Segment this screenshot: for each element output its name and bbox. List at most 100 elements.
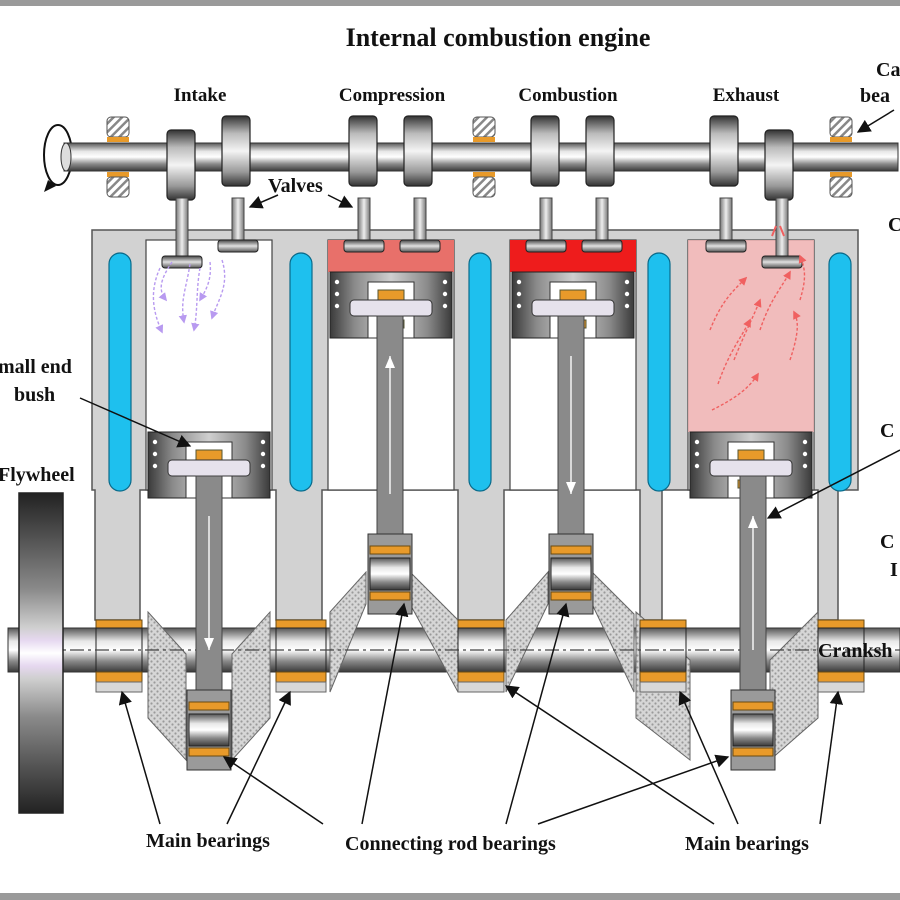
stroke-label-intake: Intake [174,85,227,106]
main-bearings-label-left: Main bearings [146,830,270,852]
right-label-cy1: C [880,531,894,553]
main-journal [457,619,505,693]
stroke-label-compression: Compression [339,85,446,106]
valve-stem [595,197,609,243]
exhaust-flow-arrow [709,276,748,331]
crank-web [147,610,187,762]
main-journal [95,619,143,693]
valve-head [343,239,385,253]
main-bearings-label-right: Main bearings [685,833,809,855]
coolant-channel [828,252,852,492]
cam-lobe [764,129,794,201]
coolant-channel [647,252,671,492]
cam-lobe [348,115,378,187]
piston-pin [167,459,251,477]
valves-pointer-left [248,194,279,209]
connecting-rod [376,315,404,535]
valve-stem [231,197,245,243]
exhaust-flow-arrow [717,318,751,385]
bearing-pointers [118,602,844,825]
camshaft [60,142,899,172]
main-bearing [95,619,143,629]
camshaft-bearing [829,116,853,198]
cam-lobe [585,115,615,187]
right-label-c2: C [880,420,894,442]
valve-head [399,239,441,253]
valve-stem [775,197,789,259]
connecting-rod-bearings-label: Connecting rod bearings [345,833,556,855]
crank-web [231,610,271,762]
rod-motion-arrow-icon [204,638,214,650]
rod-bearing [188,701,230,711]
cam-lobe [403,115,433,187]
cam-lobes [166,115,794,201]
top-border [0,0,900,6]
small-end-bush [377,289,405,301]
small-end-bush [737,449,765,461]
connecting-rod [557,315,585,535]
valve-stem [719,197,733,243]
main-bearing [95,671,143,683]
rod-motion-arrow-icon [385,356,395,368]
cam-lobe [221,115,251,187]
main-bearing [817,671,865,683]
piston-pin [709,459,793,477]
connecting-rod-pointer [766,449,900,519]
exhaust-flow-arrow [759,270,791,331]
intake-flow-arrow [178,263,191,324]
engine-block [91,229,859,621]
cylinder-exhaust [687,197,815,499]
cylinder-intake [145,197,273,499]
main-journal [639,619,687,693]
diagram-title: Internal combustion engine [346,23,651,52]
rod-bearing [369,545,411,555]
valve-stem [413,197,427,243]
valve-head [217,239,259,253]
crank-web [505,570,549,693]
main-bearing [275,671,327,683]
valve-head [705,239,747,253]
piston [147,431,271,499]
rod-journal [548,533,594,615]
connecting-rod [739,475,767,691]
valve-head [761,255,803,269]
exhaust-flow-arrow [798,254,807,301]
valves-label: Valves [268,175,323,197]
cam-lobe [530,115,560,187]
intake-flow-arrow [152,267,164,334]
intake-flow-arrow [210,259,226,320]
cylinder-compression [327,197,455,491]
valve-head [525,239,567,253]
exhaust-flow-arrow [733,298,762,361]
stroke-label-combustion: Combustion [518,85,618,106]
camshaft-bearing [472,116,496,198]
rod-bearing [732,701,774,711]
valve-stem [175,197,189,259]
small-end-bush-label-line2: bush [14,384,55,406]
coolant-channel [289,252,313,492]
main-bearing [457,619,505,629]
connecting-rod [195,475,223,691]
valve-head [581,239,623,253]
intake-flow-arrow [199,261,212,302]
small-end-bush-pointer [79,397,192,448]
camshaft-bearing-pointer [856,109,895,133]
exhaust-flow-arrow [711,372,759,411]
right-label-c1: C [888,214,900,236]
rod-motion-arrow-icon [748,516,758,528]
crank-web [329,570,367,693]
main-bearing [457,671,505,683]
main-bearing [639,619,687,629]
rod-bearing [550,545,592,555]
crankshaft [20,315,900,771]
small-end-bush [195,449,223,461]
camshaft-bearings-label-line1: Ca [876,59,900,81]
coolant-channel [108,252,132,492]
coolant-channel [468,252,492,492]
crankshaft-label: Cranksh [818,640,892,662]
main-bearing [639,671,687,683]
small-end-bush-label-line1: mall end [0,356,72,378]
rod-journal [367,533,413,615]
cam-lobe [166,129,196,201]
